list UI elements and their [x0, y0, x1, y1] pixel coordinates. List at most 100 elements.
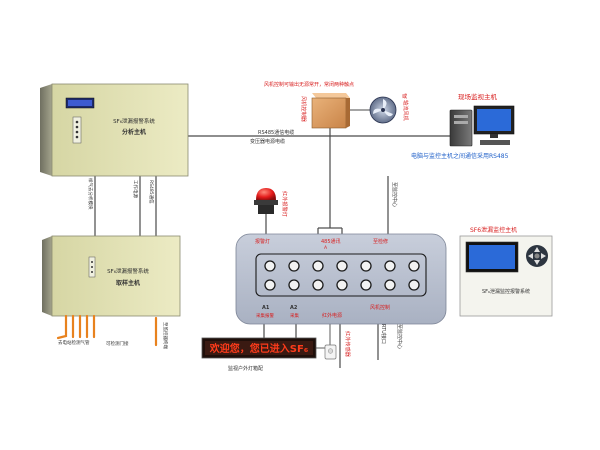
- rs485-cable-label: RS485通信电缆: [258, 129, 294, 136]
- hub-bottom-label: 风机控制: [370, 304, 390, 311]
- nav-up-icon: [534, 247, 540, 252]
- terminal-port-icon: [384, 279, 396, 291]
- sensor-lens-icon: [327, 348, 334, 354]
- terminal-port-icon: [336, 260, 348, 272]
- sampling-pipes-label: 去电站检测气管: [58, 339, 90, 346]
- analysis-unit-side: [40, 84, 52, 176]
- terminal-port-icon: [264, 260, 276, 272]
- sampling-unit-subtitle: 取样主机: [116, 279, 140, 287]
- hub-bottom-sublabel: 采集报警: [256, 312, 274, 319]
- infrared-alarm-label: 红外报警灯: [281, 191, 289, 217]
- analysis-unit-keypad: [72, 116, 82, 144]
- analysis-unit-subtitle: 分析主机: [122, 128, 146, 136]
- sf6-host: SF6泄漏监控主机 SF₆泄漏监控报警系统: [459, 226, 553, 317]
- terminal-strip: [255, 253, 427, 297]
- analysis-unit: SF₆泄漏报警系统 分析主机: [40, 83, 189, 177]
- alarm-lamp-base: [254, 200, 278, 205]
- sampling-unit-side: [42, 236, 52, 316]
- fan-controller-box: [311, 97, 347, 129]
- sensor-bus-label: 至监控器终端: [162, 322, 169, 349]
- infrared-sensor-label: 红外传感器: [344, 331, 352, 358]
- fan-label-prefix: 或: [402, 92, 407, 100]
- fan-hub-icon: [381, 108, 385, 112]
- monitor-pc: 现场监视主机 电脑与监控主机之间通信采用RS485: [411, 92, 515, 160]
- aux-pipe-label: 可检测门接: [106, 340, 129, 347]
- fan-controller-label: 风机控制器: [300, 96, 308, 123]
- fan-note: 风机控制可输出无源常开，常闭两种触点: [264, 81, 354, 88]
- infrared-alarm: 红外报警灯: [254, 188, 289, 217]
- axial-fan: 或 轴流风机: [369, 92, 410, 124]
- led-display-panel: [205, 341, 313, 355]
- monitor-pc-comm-note: 电脑与监控主机之间通信采用RS485: [411, 152, 509, 160]
- keypad-key-icon: [75, 135, 79, 139]
- fan-controller-top: [312, 93, 350, 98]
- keypad-key-icon: [91, 271, 93, 273]
- to-monitor-bottom-label: 至监控中心: [396, 324, 403, 349]
- hub-top-label: 至检修: [373, 238, 388, 245]
- terminal-row-bottom: [264, 279, 420, 291]
- led-display-caption: 监视户外灯箱配: [228, 365, 263, 372]
- pc-monitor-screen: [477, 109, 511, 131]
- analysis-unit-title: SF₆泄漏报警系统: [113, 117, 155, 125]
- keypad-key-icon: [75, 120, 79, 124]
- hub-top-label: 485通讯: [321, 238, 341, 245]
- nav-right-icon: [541, 253, 546, 259]
- sf6-host-title: SF6泄漏监控主机: [470, 226, 517, 234]
- terminal-port-icon: [288, 260, 300, 272]
- hub-bottom-label: 红外电源: [322, 312, 342, 319]
- terminal-port-icon: [264, 279, 276, 291]
- keypad-key-icon: [75, 130, 79, 134]
- hub-panel-body: [235, 233, 447, 325]
- fan-blade-icon: [383, 99, 387, 110]
- terminal-port-icon: [288, 279, 300, 291]
- keypad-key-icon: [91, 266, 93, 268]
- led-display: 欢迎您，您已进入SF₆ 监视户外灯箱配: [201, 337, 317, 372]
- pc-keyboard-icon: [480, 140, 510, 145]
- transformer-power-cable-label: 变压器电源电缆: [250, 138, 285, 145]
- pc-monitor-stand: [490, 134, 498, 138]
- fan-controller: 风机控制可输出无源常开，常闭两种触点 风机控制器: [264, 81, 354, 129]
- terminal-port-icon: [384, 260, 396, 272]
- fan-blade-icon: [373, 108, 383, 114]
- terminal-port-icon: [336, 279, 348, 291]
- hub-bottom-label: A1: [262, 305, 270, 311]
- analysis-unit-lcd-screen: [68, 100, 92, 106]
- alarm-lamp-mount: [258, 205, 274, 214]
- hub-top-sublabel: A: [324, 245, 328, 251]
- led-display-text: 欢迎您，您已进入SF₆: [209, 342, 308, 355]
- terminal-port-icon: [312, 279, 324, 291]
- sampling-unit: SF₆泄漏报警系统 取样主机: [42, 235, 181, 317]
- hub-bottom-label: A2: [290, 305, 298, 311]
- hub-bottom-sublabel: 采集: [290, 312, 299, 319]
- hub-top-label: 报警灯: [255, 238, 270, 245]
- keypad-key-icon: [91, 261, 93, 263]
- terminal-port-icon: [408, 279, 420, 291]
- infrared-sensor: 红外传感器: [324, 331, 352, 360]
- pc-tower-icon: [449, 109, 473, 147]
- fan-label: 轴流风机: [402, 100, 410, 122]
- hub-panel: 报警灯 485通讯 A 至检修 A1 A2 采集报警 采集 红外电源 风: [235, 233, 447, 325]
- terminal-port-icon: [360, 279, 372, 291]
- pc-drive-icon: [454, 121, 468, 124]
- nav-ok-icon: [534, 253, 540, 259]
- monitor-pc-title: 现场监视主机: [458, 92, 498, 101]
- keypad-key-icon: [75, 125, 79, 129]
- terminal-port-icon: [408, 260, 420, 272]
- terminal-port-icon: [312, 260, 324, 272]
- nav-down-icon: [534, 260, 540, 265]
- sampling-unit-title: SF₆泄漏报警系统: [107, 267, 149, 275]
- terminal-port-icon: [360, 260, 372, 272]
- nav-left-icon: [528, 253, 533, 259]
- pc-drive-icon: [454, 115, 468, 118]
- rtu-port-label: RTU接口: [380, 324, 387, 344]
- work-power-label: 工作电源: [132, 180, 139, 198]
- sf6-host-screen: [469, 245, 515, 269]
- terminal-row-top: [264, 260, 420, 272]
- sampling-unit-face: [51, 235, 181, 317]
- sampling-pipes: [56, 314, 158, 347]
- to-monitor-top-label: 至监控中心: [391, 182, 398, 207]
- rs485-short-label: RS485通信: [148, 180, 155, 204]
- alarm-lamp-icon: [256, 188, 276, 200]
- fan-blade-icon: [383, 110, 393, 117]
